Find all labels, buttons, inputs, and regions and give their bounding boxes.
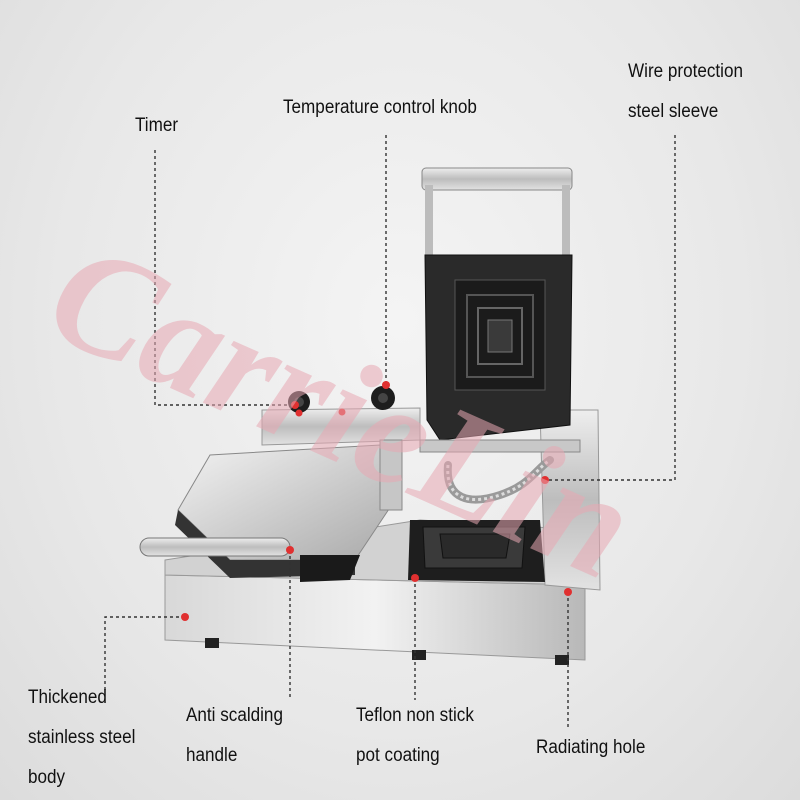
label-temperature-control-knob: Temperature control knob [283, 97, 477, 118]
label-anti-scalding-handle: Anti scalding handle [186, 705, 283, 766]
foot [412, 650, 426, 660]
rear-housing [261, 407, 601, 591]
leader-line-body [104, 616, 185, 690]
anti-scalding-handle[interactable] [139, 537, 291, 557]
label-timer: Timer [135, 115, 179, 136]
marker-dot [564, 588, 572, 596]
indicator-light [295, 409, 303, 417]
label-teflon-coating: Teflon non stick pot coating [356, 705, 474, 766]
leader-lines [104, 135, 676, 728]
leader-line-sleeve [545, 135, 676, 481]
marker-dot [541, 476, 549, 484]
label-thickened-body: Thickened stainless steel body [28, 687, 136, 788]
leader-line-timer [154, 150, 295, 406]
marker-dot [411, 574, 419, 582]
marker-dots [181, 381, 572, 621]
upper-cooking-plate [421, 167, 573, 441]
temperature-control-knob[interactable] [371, 386, 395, 410]
marker-dot [286, 546, 294, 554]
label-radiating-hole: Radiating hole [536, 737, 646, 758]
label-wire-protection-sleeve: Wire protection steel sleeve [628, 61, 744, 122]
left-closed-plate [175, 439, 403, 582]
indicator-light [338, 408, 346, 416]
marker-dot [181, 613, 189, 621]
lid-handle[interactable] [421, 167, 573, 191]
marker-dot [382, 381, 390, 389]
foot [205, 638, 219, 648]
lower-cooking-plate [408, 520, 545, 582]
marker-dot [291, 401, 299, 409]
hinge [379, 439, 403, 511]
wire-protection-steel-sleeve [419, 439, 581, 504]
foot [555, 655, 569, 665]
